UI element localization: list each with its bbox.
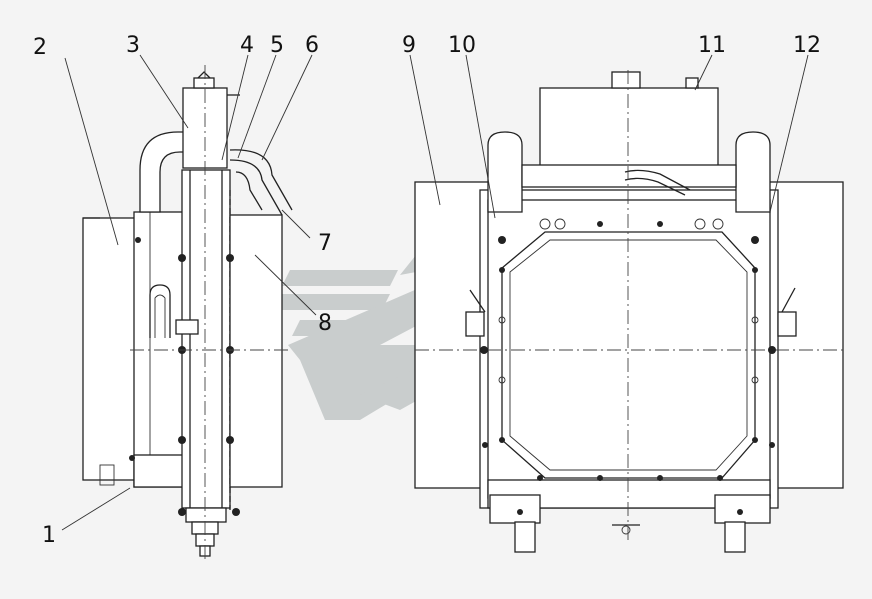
callout-10: 10 — [448, 33, 476, 58]
callout-3: 3 — [126, 33, 140, 58]
callout-4: 4 — [240, 33, 254, 58]
callout-9: 9 — [402, 33, 416, 58]
leader-lines — [61, 54, 809, 531]
callout-7: 7 — [318, 231, 332, 256]
callout-8: 8 — [318, 311, 332, 336]
callout-5: 5 — [270, 33, 284, 58]
front-view — [414, 70, 844, 553]
callout-1: 1 — [42, 523, 56, 548]
callout-12: 12 — [793, 33, 821, 58]
callout-labels: 1 2 3 4 5 6 7 8 9 10 11 12 — [33, 33, 821, 548]
side-view — [82, 65, 293, 560]
callout-2: 2 — [33, 35, 47, 60]
callout-6: 6 — [305, 33, 319, 58]
callout-11: 11 — [698, 33, 726, 58]
